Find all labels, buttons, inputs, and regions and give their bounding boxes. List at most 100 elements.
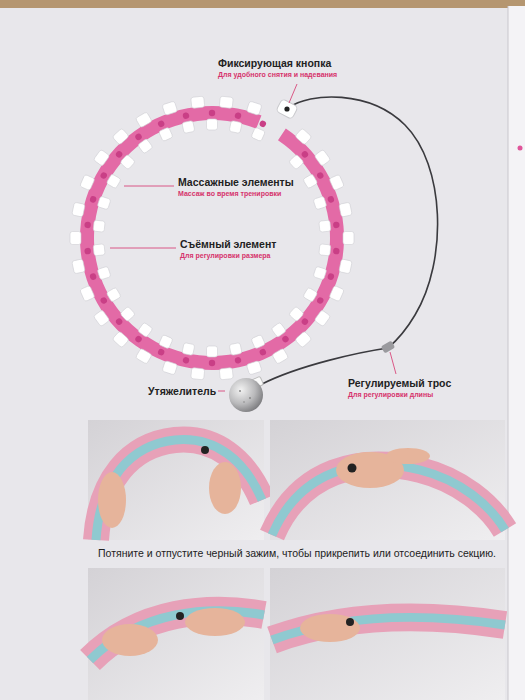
page-fold — [508, 6, 509, 700]
clamp — [346, 618, 354, 626]
massage-knob — [229, 342, 242, 355]
segment-joint — [134, 132, 143, 141]
part-subtitle: Массаж во время тренировки — [178, 190, 281, 198]
massage-knob — [295, 331, 312, 348]
massage-knob — [289, 154, 305, 170]
massage-knob — [339, 259, 352, 274]
ring-band — [80, 106, 344, 370]
part-label: Регулируемый трос — [348, 377, 451, 389]
photo-ground — [270, 420, 505, 540]
segment-joint — [209, 110, 215, 116]
segment-joint — [134, 335, 143, 344]
massage-knob — [313, 266, 327, 280]
massage-knob — [191, 368, 205, 380]
massage-knob — [343, 232, 354, 245]
leader-line — [218, 391, 225, 392]
photo — [88, 568, 264, 700]
massage-knob — [182, 342, 195, 355]
instruction-text: Потяните и отпустите черный зажим, чтобы… — [98, 547, 496, 559]
massage-knob — [272, 348, 289, 364]
clamp — [176, 612, 184, 620]
hand — [102, 624, 158, 656]
hoop-segment — [96, 440, 262, 540]
segment-joint — [333, 248, 340, 255]
photo-ground — [88, 568, 264, 700]
segment-joint — [157, 120, 165, 128]
segment-joint — [234, 112, 242, 120]
next-page — [508, 6, 525, 700]
massage-knob — [339, 202, 352, 217]
massage-knob — [229, 120, 242, 133]
segment-joint — [327, 195, 335, 203]
massage-knob — [313, 196, 327, 210]
page-dot — [518, 146, 523, 151]
segment-joint — [333, 221, 340, 228]
segment-joint — [89, 195, 97, 203]
segment-joint — [259, 348, 267, 356]
segment-joint — [259, 120, 267, 128]
massage-knob — [246, 101, 262, 115]
massage-knob — [191, 96, 205, 108]
massage-knob — [138, 138, 153, 153]
photo — [88, 420, 264, 540]
cord — [288, 97, 438, 348]
massage-knob — [138, 322, 153, 337]
clip — [276, 99, 298, 120]
massage-knob — [303, 174, 318, 189]
clamp — [348, 464, 357, 473]
massage-knob — [106, 287, 121, 302]
hand — [98, 472, 126, 528]
massage-knob — [207, 119, 218, 130]
part-label: Фиксирующая кнопка — [218, 57, 331, 69]
part-label: Массажные элементы — [178, 176, 294, 188]
massage-knob — [120, 306, 136, 322]
massage-knob — [251, 127, 266, 142]
part-subtitle: Для удобного снятия и надевания — [218, 71, 337, 79]
segment-joint — [209, 360, 215, 366]
massage-knob — [93, 310, 110, 327]
massage-knob — [271, 322, 286, 337]
clamp — [201, 446, 209, 454]
ball-speck — [249, 397, 251, 399]
massage-knob — [182, 120, 195, 133]
massage-knob — [329, 174, 344, 190]
massage-knob — [97, 196, 111, 210]
cord-sleeve — [381, 341, 395, 354]
part-label: Утяжелитель — [148, 385, 216, 397]
massage-knob — [251, 334, 266, 349]
massage-knob — [207, 346, 218, 357]
massage-knob — [97, 266, 111, 280]
hoop-ring — [70, 96, 354, 380]
part-label: Съёмный элемент — [180, 238, 276, 250]
paper-sheet — [0, 8, 510, 700]
segment-joint — [89, 273, 97, 281]
massage-knob — [303, 287, 318, 302]
segment-joint — [157, 348, 165, 356]
segment-joint — [300, 317, 309, 326]
massage-knob — [112, 331, 129, 348]
photo — [270, 568, 505, 700]
massage-knob — [70, 232, 81, 245]
ball-speck — [243, 401, 245, 403]
massage-knob — [72, 202, 85, 217]
massage-knob — [93, 220, 105, 232]
massage-knob — [106, 174, 121, 189]
massage-knob — [112, 128, 129, 145]
massage-knob — [162, 361, 178, 375]
segment-joint — [234, 356, 242, 364]
massage-knob — [319, 244, 331, 256]
segment-joint — [115, 317, 124, 326]
hand — [209, 462, 241, 514]
part-subtitle: Для регулировки длины — [348, 391, 433, 399]
hoop-segment — [96, 440, 262, 540]
massage-knob — [295, 128, 312, 145]
segment-joint — [99, 171, 108, 180]
segment-joint — [182, 356, 190, 364]
leader-line — [124, 186, 174, 187]
massage-knob — [159, 334, 174, 349]
part-subtitle: Для регулировки размера — [180, 252, 271, 260]
segment-joint — [316, 171, 325, 180]
massage-knob — [159, 127, 174, 142]
fixing-button — [284, 106, 289, 111]
